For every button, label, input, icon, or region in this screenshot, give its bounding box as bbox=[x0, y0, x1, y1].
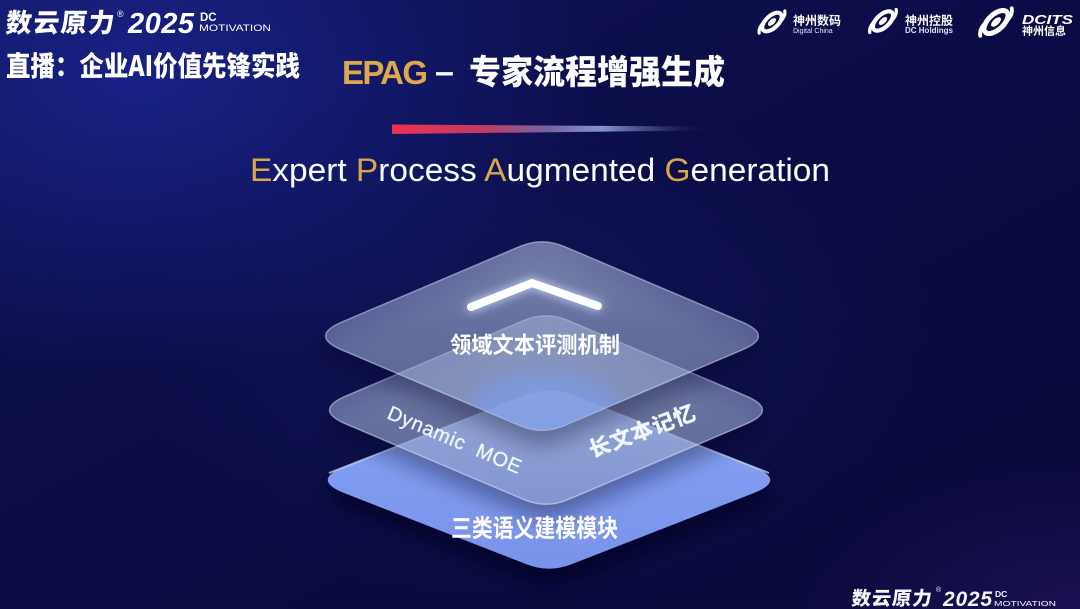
svg-text:Digital China: Digital China bbox=[793, 28, 833, 35]
svg-text:2025: 2025 bbox=[942, 588, 992, 609]
svg-text:®: ® bbox=[117, 9, 124, 19]
svg-text:2025: 2025 bbox=[127, 8, 195, 40]
svg-text:Expert Process Augmented Gener: Expert Process Augmented Generation bbox=[250, 152, 830, 188]
svg-text:MOTIVATION: MOTIVATION bbox=[199, 23, 271, 34]
svg-text:DCITS: DCITS bbox=[1022, 12, 1073, 27]
svg-text:DC Holdings: DC Holdings bbox=[905, 26, 954, 35]
svg-text:DC: DC bbox=[200, 12, 217, 24]
svg-text:MOTIVATION: MOTIVATION bbox=[994, 599, 1056, 608]
svg-text:DC: DC bbox=[995, 589, 1007, 599]
svg-text:®: ® bbox=[936, 586, 942, 594]
svg-text:–: – bbox=[435, 53, 454, 91]
svg-text:EPAG: EPAG bbox=[342, 54, 428, 91]
